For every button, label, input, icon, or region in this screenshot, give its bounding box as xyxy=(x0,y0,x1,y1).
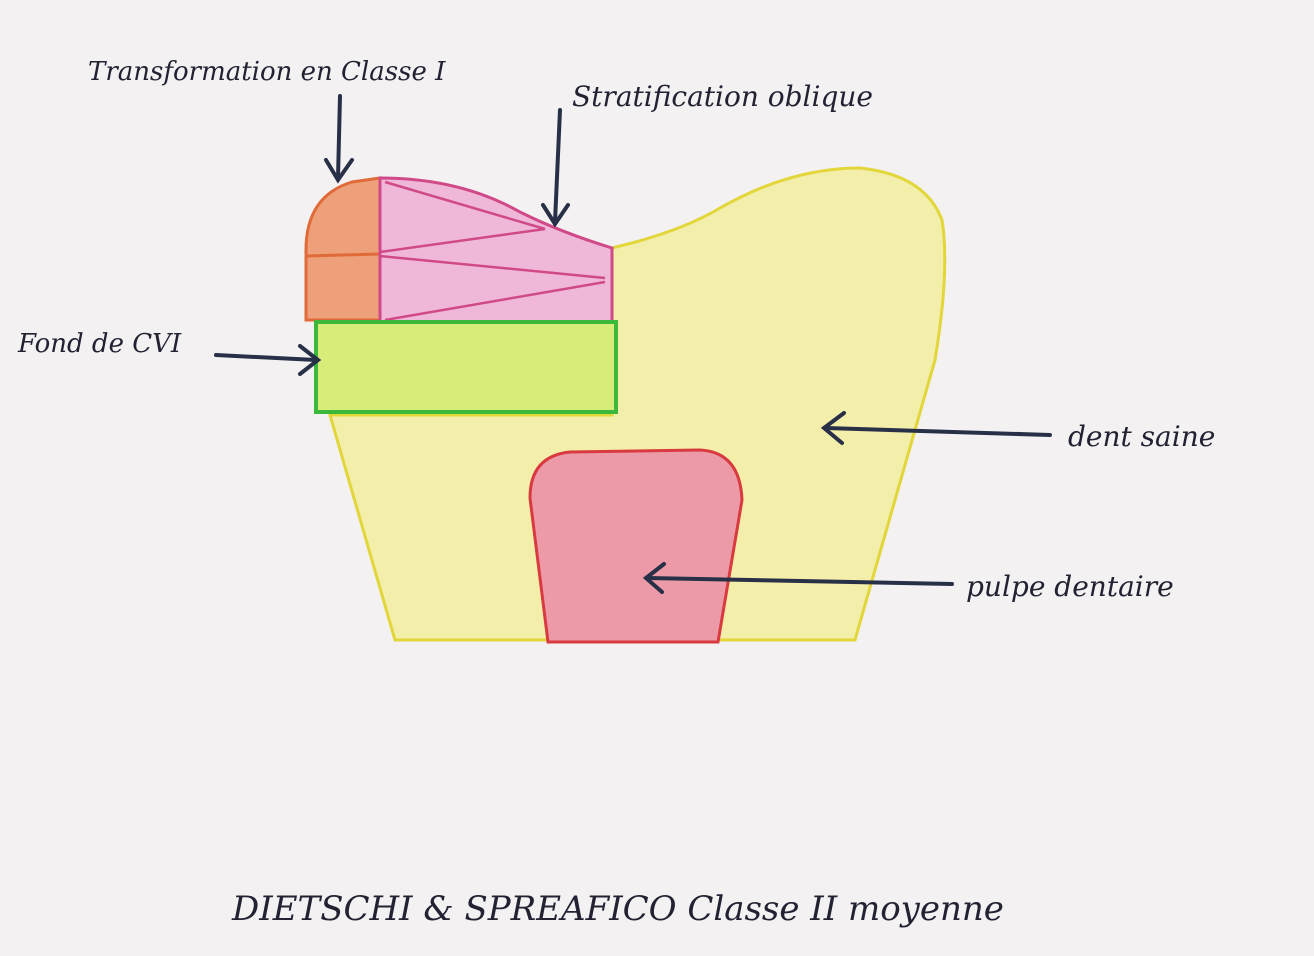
label-dent: dent saine xyxy=(1068,420,1215,453)
label-stratification: Stratification oblique xyxy=(572,80,873,113)
stratification-block xyxy=(380,178,612,325)
arrow-stratification xyxy=(555,110,560,222)
pulp-chamber xyxy=(530,450,742,642)
cvi-base xyxy=(316,322,616,412)
label-pulpe: pulpe dentaire xyxy=(966,570,1174,603)
arrow-fond xyxy=(216,355,316,360)
label-transformation: Transformation en Classe I xyxy=(88,57,446,87)
caption: DIETSCHI & SPREAFICO Classe II moyenne xyxy=(231,889,1004,929)
transformation-divider xyxy=(306,254,380,256)
arrow-transformation xyxy=(338,96,340,178)
label-fond: Fond de CVI xyxy=(17,329,182,359)
transformation-block xyxy=(306,178,380,320)
